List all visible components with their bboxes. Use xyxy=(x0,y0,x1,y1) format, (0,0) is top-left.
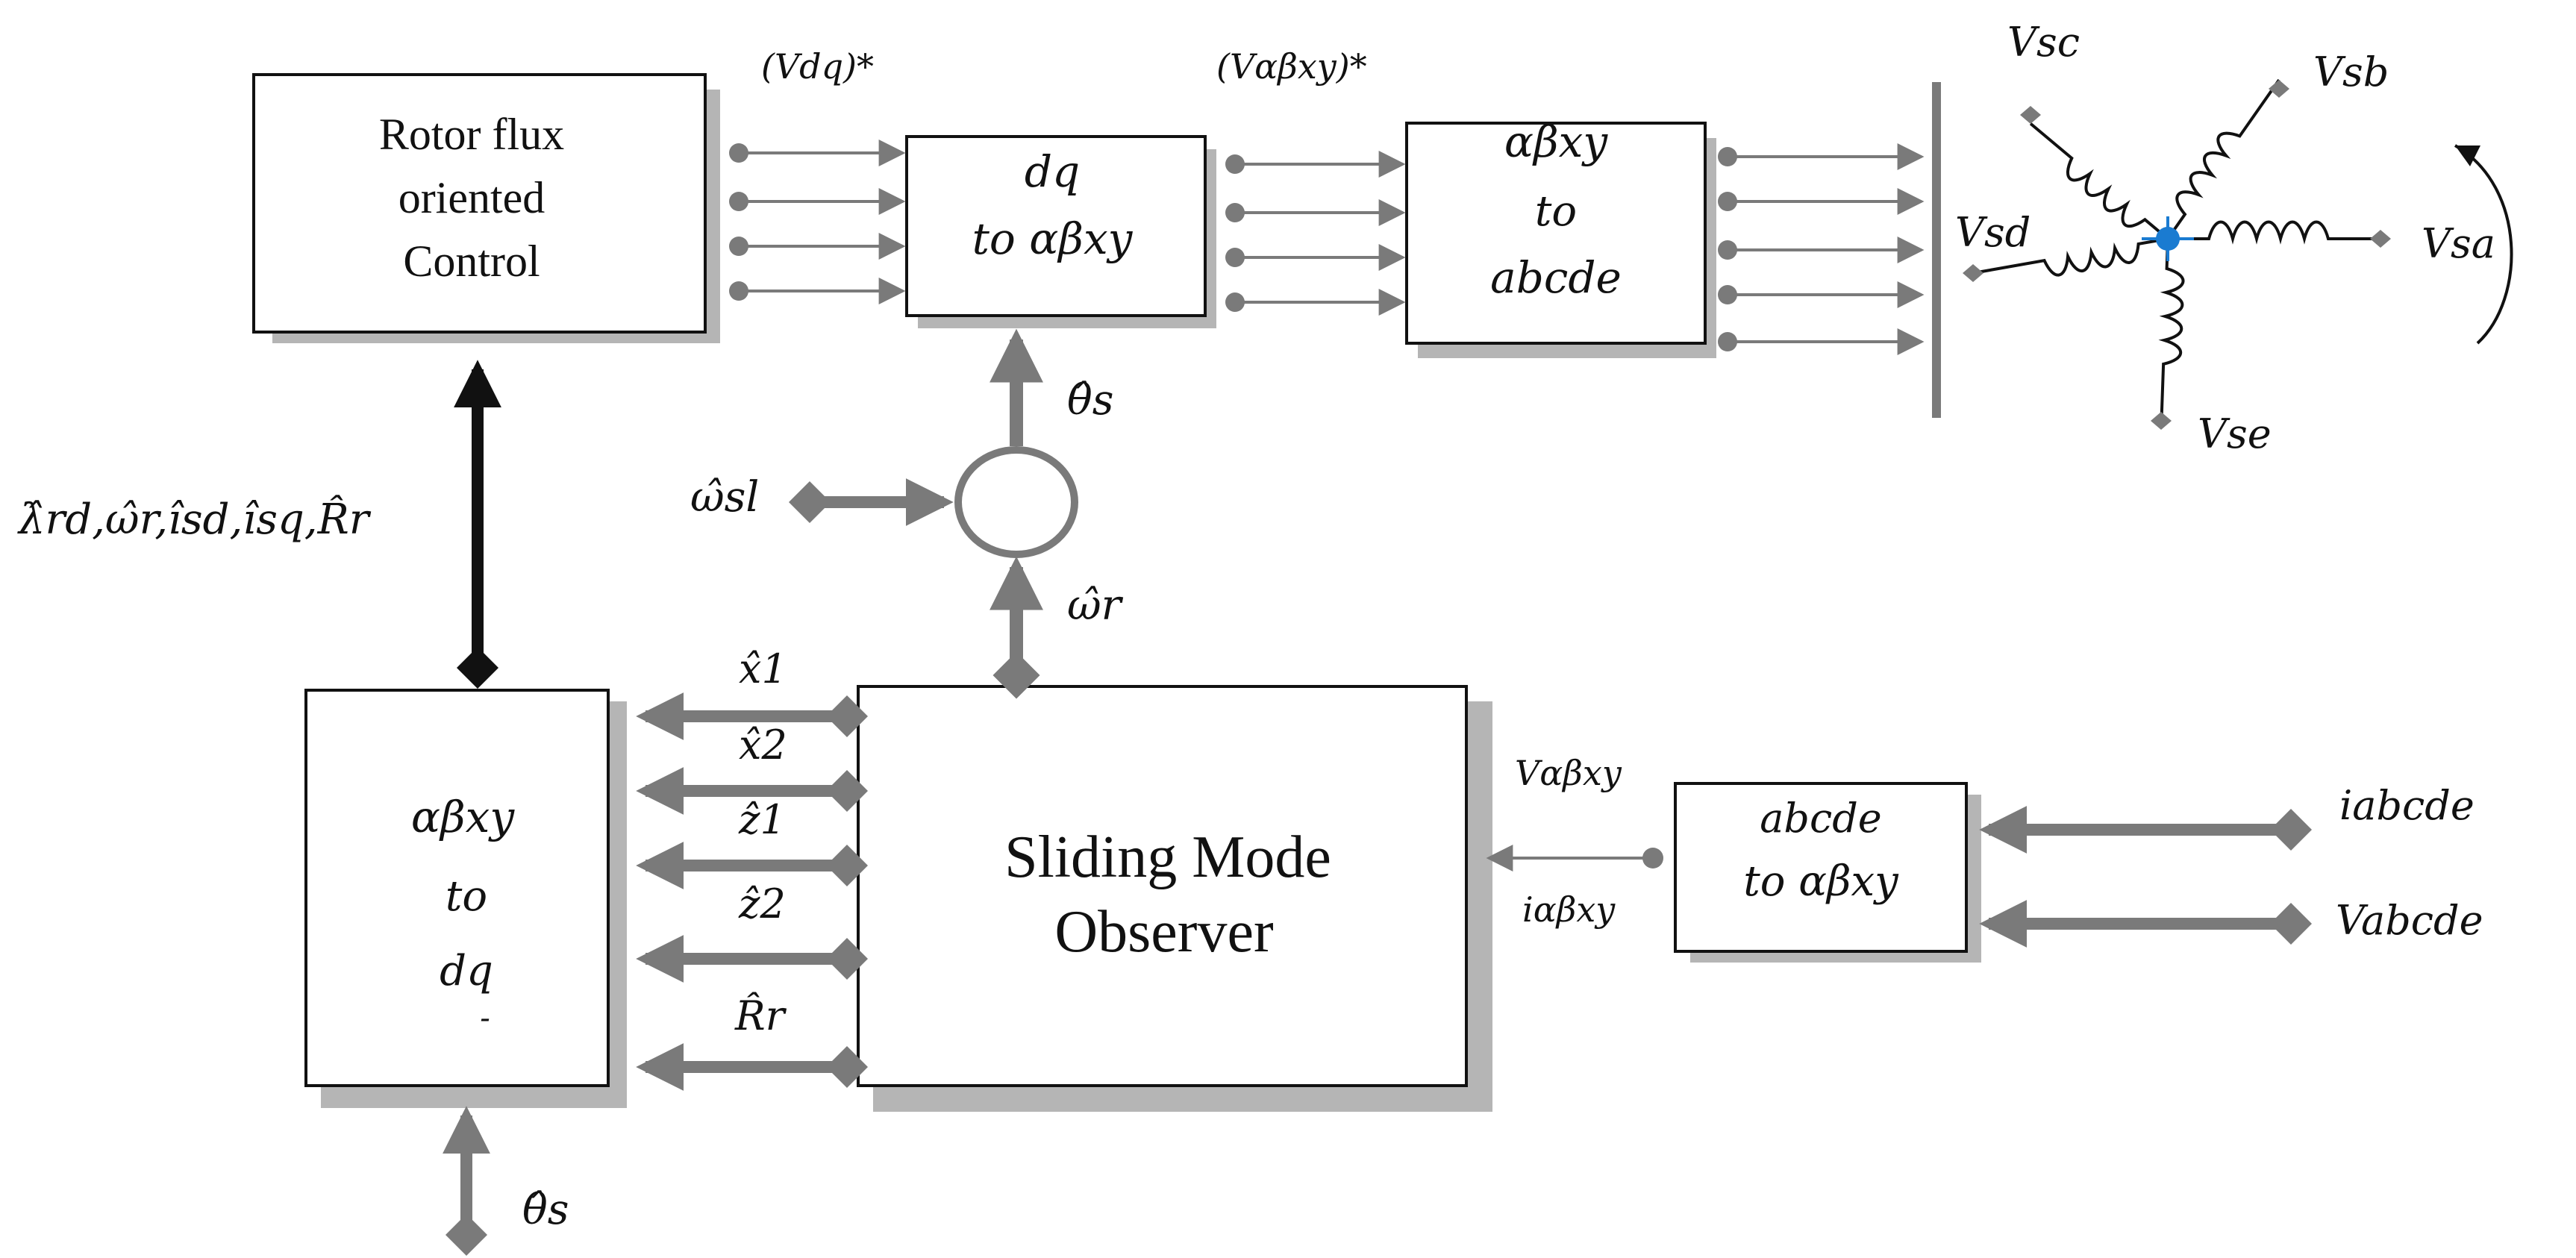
abxy-abcde-line2: to xyxy=(1535,187,1577,236)
motor-neutral xyxy=(2142,216,2194,261)
block-abxy-to-dq: αβxy to dq - xyxy=(304,689,627,1108)
abcde-abxy-line1: abcde xyxy=(1760,795,1882,842)
label-vabxy-ref: (Vαβxy)* xyxy=(1216,46,1367,87)
summation-junction xyxy=(954,446,1078,558)
dot-abxy-to-smo xyxy=(1642,848,1663,869)
winding-c xyxy=(2029,122,2169,240)
label-vsc: Vsc xyxy=(2007,19,2080,66)
arrows-measured-inputs xyxy=(1979,806,2312,948)
block-sliding-mode-observer: Sliding Mode Observer xyxy=(857,685,1492,1112)
label-omega-sl: ω̂sl xyxy=(690,473,759,522)
rfoc-line2: oriented xyxy=(398,173,545,222)
winding-d xyxy=(1972,237,2169,277)
arrows-rfoc-to-dq xyxy=(729,140,906,304)
winding-b xyxy=(2166,78,2280,240)
label-vsa: Vsa xyxy=(2422,220,2495,267)
abxy-abcde-line1: αβxy xyxy=(1504,116,1608,167)
label-x2: x̂2 xyxy=(739,722,787,769)
label-x1: x̂1 xyxy=(739,645,787,692)
label-vdq-ref: (Vdq)* xyxy=(761,46,874,87)
rfoc-line1: Rotor flux xyxy=(379,110,564,159)
abxy-dq-line2: to xyxy=(446,872,487,921)
label-i-abxy: iαβxy xyxy=(1522,889,1616,930)
label-v-abxy: Vαβxy xyxy=(1515,753,1622,793)
abxy-abcde-line3: abcde xyxy=(1490,252,1622,303)
arrows-abcde-to-bus xyxy=(1718,143,1925,355)
label-omega-r: ω̂r xyxy=(1067,581,1124,630)
abxy-dq-line4: - xyxy=(480,1001,490,1036)
block-rotor-flux-control: Rotor flux oriented Control xyxy=(252,73,720,343)
label-rr: R̂r xyxy=(734,992,787,1039)
arrows-dq-to-abcde xyxy=(1225,151,1406,316)
label-vsb: Vsb xyxy=(2313,48,2389,96)
abcde-abxy-line2: to αβxy xyxy=(1743,857,1899,906)
label-z2: ẑ2 xyxy=(738,880,786,927)
label-i-abcde: iabcde xyxy=(2339,782,2475,829)
label-feedback-bundle: λ̂rd,ω̂r,îsd,îsq,R̂r xyxy=(17,494,372,544)
smo-line2: Observer xyxy=(1054,899,1273,965)
dq-abxy-line2: to αβxy xyxy=(972,213,1134,264)
label-v-abcde: Vabcde xyxy=(2336,897,2483,944)
arrows-smo-to-abxy-dq xyxy=(636,692,868,1091)
rotation-arrowhead xyxy=(2455,145,2480,166)
label-vse: Vse xyxy=(2198,410,2272,457)
block-dq-to-abxy: dq to αβxy xyxy=(905,135,1216,328)
winding-a xyxy=(2168,220,2377,245)
winding-e xyxy=(2158,238,2185,422)
dq-abxy-line1: dq xyxy=(1025,146,1080,197)
rfoc-line3: Control xyxy=(403,237,540,286)
block-abxy-to-abcde: αβxy to abcde xyxy=(1405,116,1716,358)
label-theta-s-top: θ̂s xyxy=(1067,376,1113,425)
label-z1: ẑ1 xyxy=(738,796,786,843)
block-abcde-to-abxy: abcde to αβxy xyxy=(1674,782,1981,963)
abxy-dq-line1: αβxy xyxy=(411,792,515,842)
smo-line1: Sliding Mode xyxy=(1004,824,1331,890)
five-phase-motor xyxy=(1972,78,2384,422)
label-vsd: Vsd xyxy=(1955,209,2031,256)
abxy-dq-line3: dq xyxy=(440,947,493,995)
rotation-arrow xyxy=(2454,144,2513,345)
label-theta-s-bottom: θ̂s xyxy=(522,1186,569,1234)
motor-terminals xyxy=(1963,80,2391,430)
